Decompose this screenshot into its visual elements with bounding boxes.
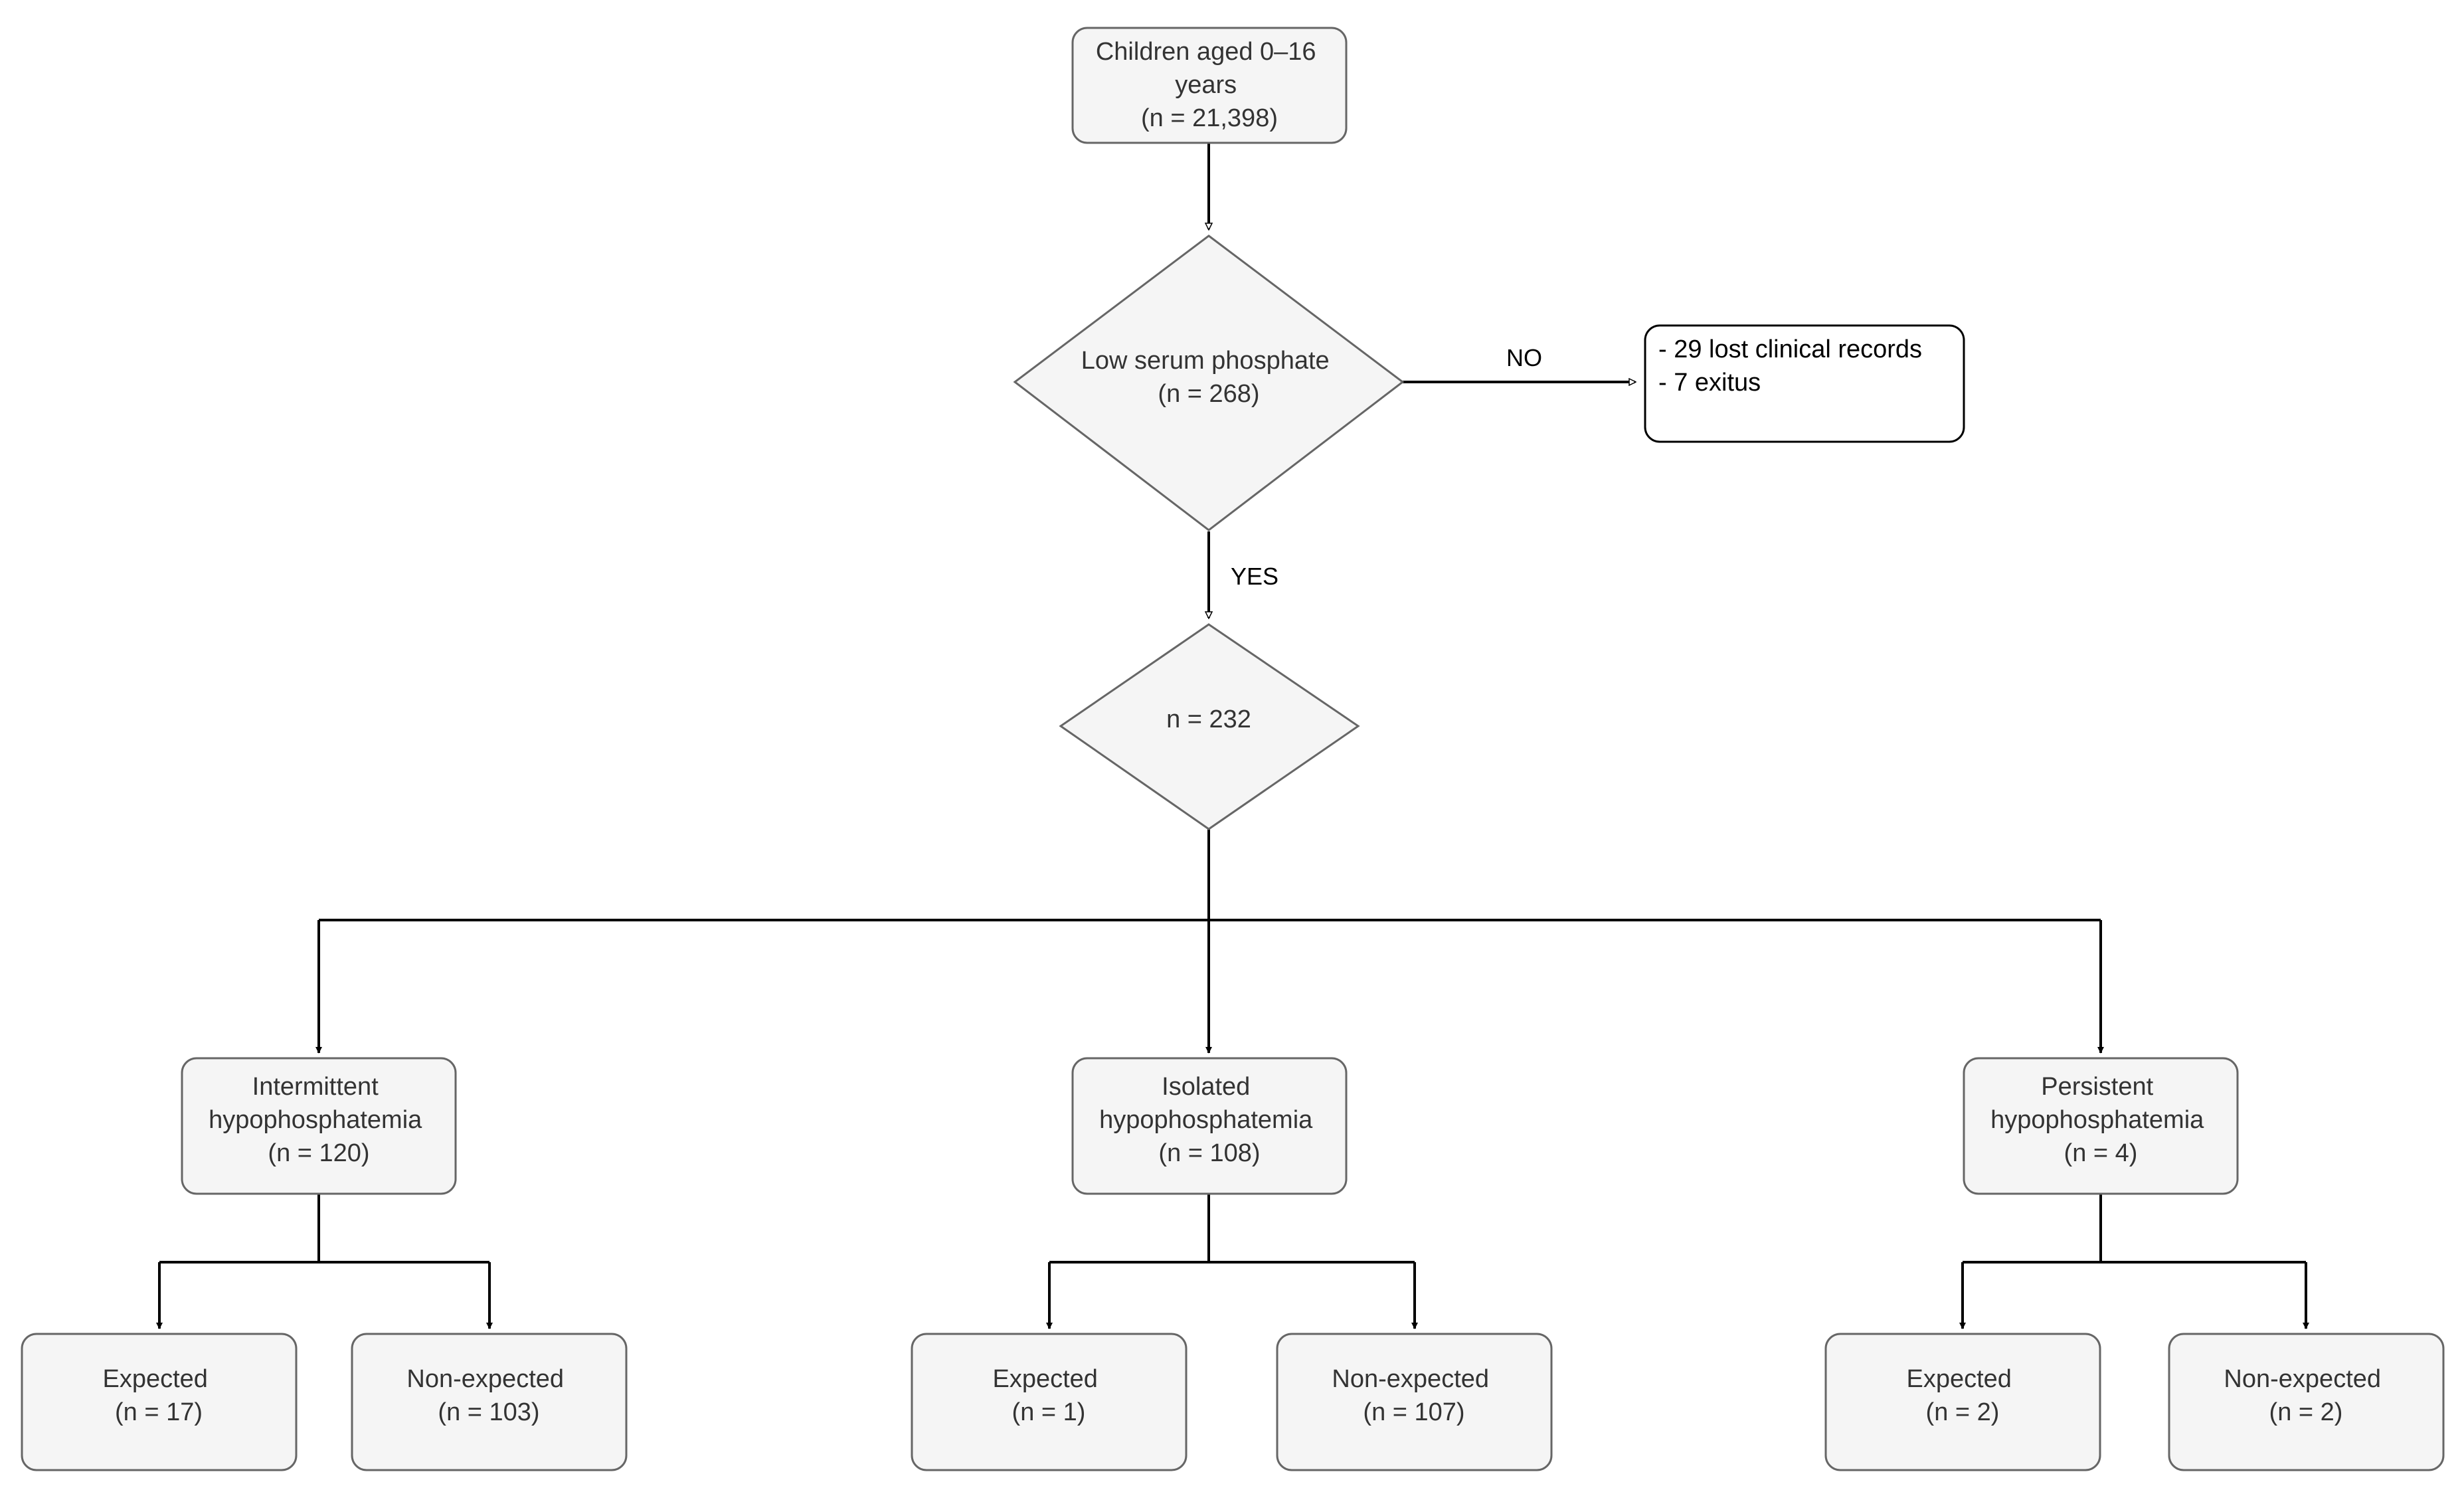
persistent-nonexpected-line-2: (n = 2)	[2269, 1398, 2343, 1426]
decision-line-1: Low serum phosphate	[1081, 347, 1330, 375]
intermittent-expected-box: Expected (n = 17)	[21, 1333, 298, 1471]
svg-text:Expected (n = 17): Expected (n = 17)	[102, 1365, 215, 1426]
persistent-line-1: Persistent	[2041, 1073, 2153, 1101]
intermittent-line-1: Intermittent	[252, 1073, 379, 1101]
isolated-expected-box: Expected (n = 1)	[911, 1333, 1188, 1471]
persistent-expected-line-1: Expected	[1906, 1365, 2011, 1393]
intermittent-expected-line-1: Expected	[102, 1365, 207, 1393]
svg-text:Non-expected (n = 107): Non-expected (n = 107)	[1332, 1365, 1496, 1426]
persistent-nonexpected-line-1: Non-expected	[2224, 1365, 2381, 1393]
persistent-line-2: hypophosphatemia	[1990, 1106, 2204, 1134]
root-box: Children aged 0–16 years (n = 21,398)	[1071, 27, 1348, 144]
isolated-box: Isolated hypophosphatemia (n = 108)	[1071, 1057, 1348, 1195]
svg-text:Low serum phosphate (n =: Low serum phosphate (n = 268)	[1081, 347, 1336, 408]
decision-diamond: Low serum phosphate (n = 268)	[1013, 234, 1405, 531]
svg-text:Expected (n = 2): Expected (n = 2)	[1906, 1365, 2018, 1426]
intermittent-nonexpected-line-2: (n = 103)	[438, 1398, 539, 1426]
svg-text:Non-expected (n = 2): Non-expected (n = 2)	[2224, 1365, 2388, 1426]
included-line-1: n = 232	[1166, 705, 1251, 733]
intermittent-line-2: hypophosphatemia	[209, 1106, 422, 1134]
isolated-expected-line-2: (n = 1)	[1012, 1398, 1086, 1426]
svg-text:- 29 lost clinical records: - 29 lost clinical records - 7 exitus	[1658, 335, 1929, 397]
edges	[156, 143, 2309, 1329]
root-line-2: years	[1175, 71, 1237, 99]
edge-label-yes: YES	[1231, 563, 1278, 590]
intermittent-expected-line-2: (n = 17)	[115, 1398, 203, 1426]
isolated-nonexpected-line-2: (n = 107)	[1363, 1398, 1464, 1426]
persistent-expected-line-2: (n = 2)	[1926, 1398, 2000, 1426]
svg-text:Children aged 0–16 years: Children aged 0–16 years (n = 21,398)	[1096, 38, 1323, 132]
svg-text:Isolated hypophosphatemi: Isolated hypophosphatemia (n = 108)	[1099, 1073, 1320, 1167]
exclusion-box: - 29 lost clinical records - 7 exitus	[1644, 324, 1965, 443]
intermittent-nonexpected-box: Non-expected (n = 103)	[351, 1333, 628, 1471]
isolated-line-1: Isolated	[1162, 1073, 1250, 1101]
isolated-line-2: hypophosphatemia	[1099, 1106, 1313, 1134]
isolated-expected-line-1: Expected	[992, 1365, 1097, 1393]
intermittent-box: Intermittent hypophosphatemia (n = 120)	[181, 1057, 457, 1195]
svg-text:Expected (n = 1): Expected (n = 1)	[992, 1365, 1104, 1426]
exclusion-line-1: - 29 lost clinical records	[1658, 335, 1922, 363]
persistent-expected-box: Expected (n = 2)	[1824, 1333, 2101, 1471]
isolated-nonexpected-box: Non-expected (n = 107)	[1276, 1333, 1553, 1471]
root-line-1: Children aged 0–16	[1096, 38, 1316, 66]
persistent-line-3: (n = 4)	[2064, 1139, 2138, 1167]
edge-label-no: NO	[1506, 344, 1542, 371]
svg-text:n = 232: n = 232	[1166, 705, 1251, 733]
decision-line-2: (n = 268)	[1158, 380, 1259, 408]
svg-text:Intermittent hypophospha: Intermittent hypophosphatemia (n = 120)	[209, 1073, 429, 1167]
persistent-box: Persistent hypophosphatemia (n = 4)	[1963, 1057, 2239, 1195]
persistent-nonexpected-box: Non-expected (n = 2)	[2168, 1333, 2445, 1471]
intermittent-line-3: (n = 120)	[268, 1139, 369, 1167]
included-diamond: n = 232	[1059, 623, 1360, 830]
exclusion-line-2: - 7 exitus	[1658, 369, 1761, 397]
intermittent-nonexpected-line-1: Non-expected	[406, 1365, 564, 1393]
isolated-nonexpected-line-1: Non-expected	[1332, 1365, 1489, 1393]
isolated-line-3: (n = 108)	[1158, 1139, 1260, 1167]
svg-text:Non-expected (n = 103): Non-expected (n = 103)	[406, 1365, 571, 1426]
root-line-3: (n = 21,398)	[1141, 104, 1278, 132]
svg-text:Persistent hypophosphate: Persistent hypophosphatemia (n = 4)	[1990, 1073, 2211, 1167]
